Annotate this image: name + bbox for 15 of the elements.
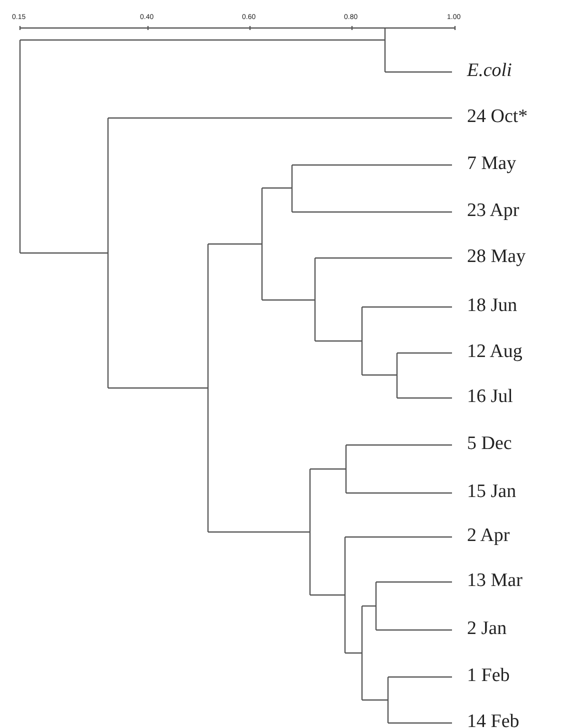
sample-label: E.coli — [467, 60, 512, 82]
sample-label: 18 Jun — [467, 295, 518, 317]
sample-label: 15 Jan — [467, 481, 516, 503]
sample-label: 24 Oct* — [467, 106, 528, 128]
sample-label: 2 Jan — [467, 618, 507, 640]
sample-label: 28 May — [467, 246, 526, 268]
sample-label: 13 Mar — [467, 570, 522, 592]
sample-label: 1 Feb — [467, 665, 510, 687]
sample-label: 12 Aug — [467, 341, 522, 363]
sample-label: 16 Jul — [467, 386, 513, 408]
sample-label: 5 Dec — [467, 433, 512, 455]
sample-label: 7 May — [467, 153, 516, 175]
sample-label: 14 Feb — [467, 711, 520, 728]
sample-label: 23 Apr — [467, 200, 520, 222]
sample-label: 2 Apr — [467, 525, 510, 547]
